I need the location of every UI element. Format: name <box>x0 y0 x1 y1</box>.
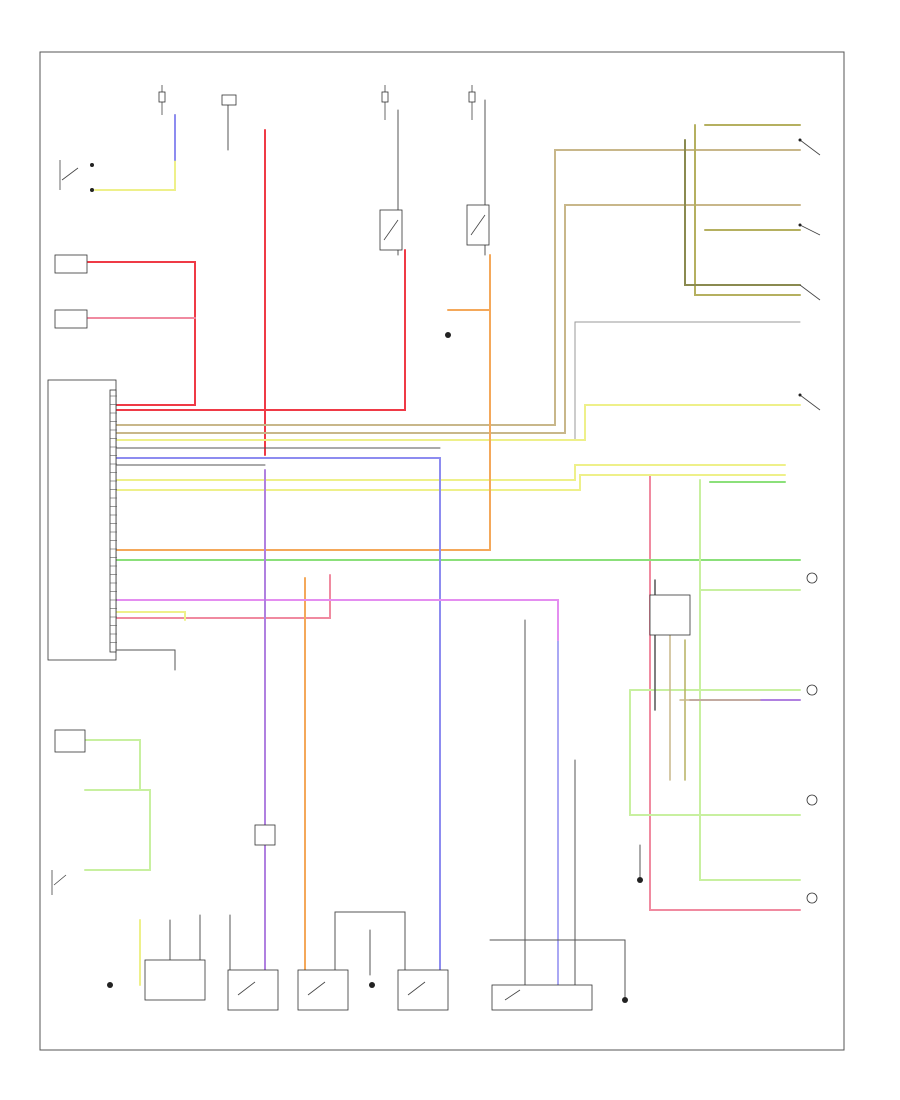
main-control-module <box>47 379 117 661</box>
wire-yellow-top <box>94 114 176 191</box>
wire-yellow-mid <box>116 611 186 621</box>
wire-green-left <box>84 789 151 871</box>
wire-olive-a <box>684 139 801 286</box>
engine-control-module-box <box>54 309 88 329</box>
wire-tan-2 <box>116 204 801 434</box>
fuse-top-2 <box>381 85 389 120</box>
door-switch-rear <box>799 284 821 301</box>
wire-layer <box>84 99 801 1001</box>
horn-relay <box>54 729 86 753</box>
hood-switch <box>798 393 821 411</box>
wire-lightgreen-right2 <box>629 689 801 816</box>
wire-dark-9 <box>334 911 406 976</box>
fuse-top-3 <box>468 85 476 120</box>
wire-yellow-2 <box>116 474 786 491</box>
wire-lightgreen-right4 <box>699 479 801 881</box>
driver-door-lock-switch <box>144 959 206 1001</box>
door-switch-passenger <box>798 223 821 236</box>
left-lower-switch <box>51 870 67 895</box>
lamp-3 <box>806 794 818 806</box>
wire-dark-16 <box>116 649 176 671</box>
left-front-door-lock-switch <box>297 969 349 1011</box>
left-rear-door-lock-switch <box>397 969 449 1011</box>
ground-1 <box>107 982 113 988</box>
diagram-border <box>39 51 845 1051</box>
relay-1 <box>379 209 403 251</box>
relay-2 <box>466 204 490 246</box>
wire-tan-3 <box>694 124 801 296</box>
junction-block <box>649 594 691 636</box>
ground-4 <box>637 877 643 883</box>
right-rear-door-lock-switch <box>227 969 279 1011</box>
sensor-1 <box>445 332 451 338</box>
trunk-lid-switch <box>491 984 593 1011</box>
lamp-2 <box>806 684 818 696</box>
connector-pins <box>110 395 117 643</box>
fuse-top-1 <box>158 85 166 115</box>
wire-tan-1 <box>116 149 801 426</box>
lamp-1 <box>806 572 818 584</box>
wire-yellow-3 <box>116 404 801 441</box>
door-switch-driver <box>798 138 821 156</box>
wire-dark-8 <box>489 939 626 1001</box>
combination-meter-box <box>54 254 88 274</box>
wire-orange-long <box>116 254 491 551</box>
wire-blue-long <box>116 457 441 976</box>
component-layer <box>47 85 821 1011</box>
wire-pink-lower <box>116 574 331 619</box>
wire-green-leftup <box>84 739 141 791</box>
wire-violet-mid <box>116 599 559 641</box>
lamp-4 <box>806 892 818 904</box>
fuse-top-4 <box>221 94 237 106</box>
wire-pink-right <box>649 474 801 911</box>
wire-red-main <box>116 249 406 411</box>
wire-gray-top <box>574 321 801 441</box>
ground-3 <box>622 997 628 1003</box>
connector-mid <box>254 824 276 846</box>
wire-red-upper <box>87 261 196 406</box>
lock-switch <box>59 160 94 192</box>
wire-yellow-1 <box>116 464 786 481</box>
ground-2 <box>369 982 375 988</box>
